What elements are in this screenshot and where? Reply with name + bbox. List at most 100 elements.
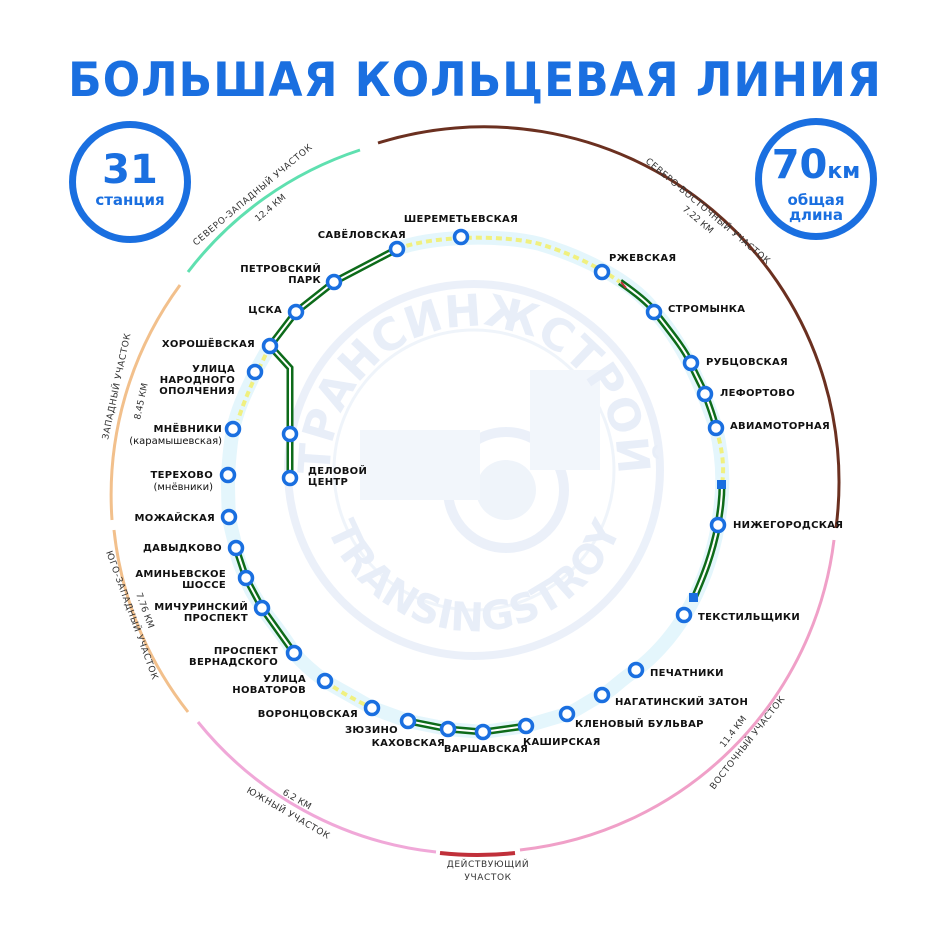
segment-label-northeast: СЕВЕРО-ВОСТОЧНЫЙ УЧАСТОК	[643, 155, 773, 267]
station-pechatniki[interactable]: ПЕЧАТНИКИ	[627, 661, 724, 680]
station-marker[interactable]	[593, 686, 611, 704]
station-nagatinsky[interactable]: НАГАТИНСКИЙ ЗАТОН	[593, 686, 749, 709]
station-davydkovo[interactable]: ДАВЫДКОВО	[143, 539, 245, 557]
station-aviamotornaya[interactable]: АВИАМОТОРНАЯ	[707, 419, 830, 437]
station-label: ТЕКСТИЛЬЩИКИ	[698, 612, 800, 623]
depot-marker-east	[717, 480, 726, 489]
station-marker[interactable]	[517, 717, 535, 735]
arc-east	[519, 539, 836, 852]
segment-arcs	[109, 125, 841, 857]
station-label: ХОРОШЁВСКАЯ	[162, 336, 255, 350]
station-marker[interactable]	[707, 419, 725, 437]
station-marker[interactable]	[696, 385, 714, 403]
station-rubtsovskaya[interactable]: РУБЦОВСКАЯ	[682, 354, 789, 372]
station-label: САВЁЛОВСКАЯ	[318, 227, 406, 241]
station-marker[interactable]	[452, 228, 470, 246]
station-marker[interactable]	[627, 661, 645, 679]
station-marker[interactable]	[558, 705, 576, 723]
station-marker[interactable]	[224, 420, 242, 438]
station-label: ЗЮЗИНО	[345, 725, 398, 736]
station-kakhovskaya[interactable]: КАХОВСКАЯ	[372, 720, 457, 750]
station-marker[interactable]	[399, 712, 417, 730]
station-marker[interactable]	[388, 240, 406, 258]
station-mnevniki[interactable]: МНЁВНИКИ(карамышевская)	[129, 420, 242, 447]
station-nizhegorodskaya[interactable]: НИЖЕГОРОДСКАЯ	[709, 516, 844, 534]
station-marker[interactable]	[281, 469, 299, 487]
station-savelovskaya[interactable]: САВЁЛОВСКАЯ	[318, 227, 406, 258]
arc-northwest	[186, 148, 361, 273]
red-tick-marker	[620, 281, 627, 289]
station-tekstilshchiki[interactable]: ТЕКСТИЛЬЩИКИ	[675, 606, 801, 624]
station-marker[interactable]	[237, 569, 255, 587]
station-label: ЦСКА	[248, 305, 282, 316]
arc-northeast	[377, 125, 841, 529]
station-label: ДАВЫДКОВО	[143, 543, 222, 554]
depot-marker-southeast	[689, 593, 698, 602]
station-label: КАХОВСКАЯ	[372, 738, 445, 749]
station-label: КАШИРСКАЯ	[523, 737, 601, 748]
station-label: ВАРШАВСКАЯ	[444, 744, 528, 755]
station-sublabel: (мнёвники)	[153, 482, 213, 493]
station-marker[interactable]	[474, 723, 492, 741]
station-lefortovo[interactable]: ЛЕФОРТОВО	[696, 385, 796, 403]
station-klenovy[interactable]: КЛЕНОВЫЙ БУЛЬВАР	[558, 705, 704, 731]
station-marker[interactable]	[246, 363, 264, 381]
station-marker[interactable]	[219, 466, 237, 484]
station-marker[interactable]	[285, 644, 303, 662]
segment-label-northwest: СЕВЕРО-ЗАПАДНЫЙ УЧАСТОК	[190, 141, 315, 248]
station-marker[interactable]	[261, 337, 279, 355]
station-marker[interactable]	[220, 508, 238, 526]
station-rzhevskaya[interactable]: РЖЕВСКАЯ	[593, 253, 677, 281]
station-marker[interactable]	[675, 606, 693, 624]
arc-west	[109, 284, 182, 521]
station-marker[interactable]	[316, 672, 334, 690]
station-terekhovo[interactable]: ТЕРЕХОВО(мнёвники)	[150, 466, 237, 494]
station-marker[interactable]	[593, 263, 611, 281]
station-delovoy_mid[interactable]	[281, 425, 299, 443]
station-label: ШЕРЕМЕТЬЕВСКАЯ	[404, 214, 518, 225]
station-marker[interactable]	[645, 303, 663, 321]
station-marker[interactable]	[227, 539, 245, 557]
station-label: РЖЕВСКАЯ	[609, 253, 676, 264]
station-marker[interactable]	[281, 425, 299, 443]
station-group: ШЕРЕМЕТЬЕВСКАЯ РЖЕВСКАЯ СТРОМЫНКА РУБЦОВСКА…	[129, 214, 843, 755]
station-marker[interactable]	[363, 699, 381, 717]
station-label: КЛЕНОВЫЙ БУЛЬВАР	[575, 717, 704, 730]
station-marker[interactable]	[287, 303, 305, 321]
station-label: ВОРОНЦОВСКАЯ	[258, 709, 358, 720]
station-label: РУБЦОВСКАЯ	[706, 357, 788, 368]
station-kashirskaya[interactable]: КАШИРСКАЯ	[517, 717, 601, 749]
stations-count-label: станция	[95, 191, 165, 209]
station-marker[interactable]	[709, 516, 727, 534]
station-label: МОЖАЙСКАЯ	[135, 511, 215, 524]
station-marker[interactable]	[253, 599, 271, 617]
station-vorontsovskaya[interactable]: ВОРОНЦОВСКАЯ	[258, 699, 381, 721]
station-marker[interactable]	[682, 354, 700, 372]
station-marker[interactable]	[325, 273, 343, 291]
station-zyuzino[interactable]: ЗЮЗИНО	[345, 712, 417, 737]
station-khoroshevskaya[interactable]: ХОРОШЁВСКАЯ	[162, 336, 279, 355]
station-tsska[interactable]: ЦСКА	[248, 303, 305, 321]
station-label: МНЁВНИКИ	[154, 421, 222, 435]
station-shelepikha[interactable]: ШЕРЕМЕТЬЕВСКАЯ	[404, 214, 518, 246]
station-varshavskaya[interactable]: ВАРШАВСКАЯ	[444, 723, 528, 756]
segment-km-northwest: 12.4 КМ	[254, 193, 289, 224]
length-unit: км	[827, 159, 861, 184]
station-mozhayskaya[interactable]: МОЖАЙСКАЯ	[135, 508, 238, 526]
station-marker[interactable]	[439, 720, 457, 738]
station-label: НАГАТИНСКИЙ ЗАТОН	[615, 695, 748, 708]
segment-label-active-2: УЧАСТОК	[464, 873, 511, 883]
station-stromynka[interactable]: СТРОМЫНКА	[645, 303, 746, 321]
